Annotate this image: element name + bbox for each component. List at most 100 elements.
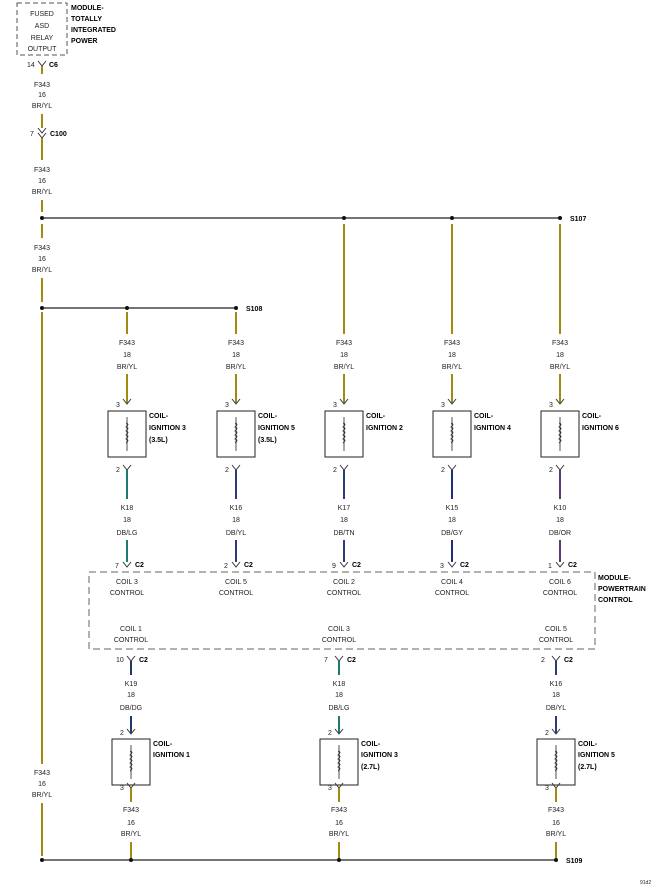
upper-4-ctrl-2: CONTROL (543, 590, 577, 597)
upper-0-gauge: 18 (123, 517, 131, 524)
upper-2-color: DB/TN (334, 530, 355, 537)
upper-3-coil-winding-icon (450, 422, 454, 444)
pcm-box (88, 571, 596, 650)
upper-0-c2-connector-icon (122, 561, 132, 568)
splice-dot (40, 858, 44, 862)
lower-2-color: DB/YL (546, 705, 566, 712)
lower-2-ret-color: BR/YL (546, 831, 566, 838)
upper-2-feed-color: BR/YL (334, 364, 354, 371)
upper-2-coil-winding-icon (342, 422, 346, 444)
tipm-line-3: RELAY (31, 35, 54, 42)
wire3-color: BR/YL (32, 267, 52, 274)
splice-dot (125, 306, 129, 310)
upper-2-ctrl-1: COIL 2 (333, 579, 355, 586)
upper-2-feed-circuit: F343 (336, 340, 352, 347)
upper-1-top-connector-icon (231, 398, 241, 405)
wire1-gauge: 16 (38, 92, 46, 99)
lower-2-c2-connector-icon (551, 655, 561, 662)
upper-0-c2-label: C2 (135, 562, 144, 569)
lower-1-top-connector-icon (334, 728, 344, 735)
tipm-name-4: POWER (71, 38, 97, 45)
s109-label: S109 (566, 858, 582, 865)
lower-1-circuit: K18 (333, 681, 346, 688)
lower-0-ctrl-2: CONTROL (114, 637, 148, 644)
lower-2-ret-gauge: 16 (552, 820, 560, 827)
splice-dot (129, 858, 133, 862)
upper-0-top-connector-icon (122, 398, 132, 405)
upper-2-bot-connector-icon (339, 464, 349, 471)
upper-2-name-1: COIL- (366, 413, 386, 420)
splice-dot (450, 216, 454, 220)
upper-3-feed-gauge: 18 (448, 352, 456, 359)
lower-0-circuit: K19 (125, 681, 138, 688)
upper-2-circuit: K17 (338, 505, 351, 512)
splice-dot (554, 858, 558, 862)
upper-0-pin-bot: 2 (116, 467, 120, 474)
upper-0-c2-pin: 7 (115, 563, 119, 570)
upper-3-ctrl-1: COIL 4 (441, 579, 463, 586)
lower-0-name-1: COIL- (153, 741, 173, 748)
upper-3-feed-circuit: F343 (444, 340, 460, 347)
pcm-name-1: MODULE- (598, 575, 631, 582)
upper-2-pin-top: 3 (333, 402, 337, 409)
lower-2-top-connector-icon (551, 728, 561, 735)
lower-1-c2-label: C2 (347, 657, 356, 664)
upper-1-pin-bot: 2 (225, 467, 229, 474)
wire4-circuit: F343 (34, 770, 50, 777)
lower-2-ret-circuit: F343 (548, 807, 564, 814)
upper-1-color: DB/YL (226, 530, 246, 537)
upper-2-c2-label: C2 (352, 562, 361, 569)
lower-2-coil-winding-icon (554, 750, 558, 772)
upper-1-pin-top: 3 (225, 402, 229, 409)
tipm-name-2: TOTALLY (71, 16, 102, 23)
upper-2-feed-gauge: 18 (340, 352, 348, 359)
lower-1-ctrl-1: COIL 3 (328, 626, 350, 633)
tipm-box (16, 2, 68, 56)
upper-0-feed-color: BR/YL (117, 364, 137, 371)
lower-2-c2-label: C2 (564, 657, 573, 664)
lower-2-gauge: 18 (552, 692, 560, 699)
splice-dot (342, 216, 346, 220)
upper-4-name-2: IGNITION 6 (582, 425, 619, 432)
upper-4-color: DB/OR (549, 530, 571, 537)
upper-3-feed-color: BR/YL (442, 364, 462, 371)
lower-1-gauge: 18 (335, 692, 343, 699)
lower-0-ctrl-1: COIL 1 (120, 626, 142, 633)
splice-dot (337, 858, 341, 862)
splice-dot (558, 216, 562, 220)
wire4-gauge: 16 (38, 781, 46, 788)
lower-2-ctrl-1: COIL 5 (545, 626, 567, 633)
upper-4-feed-circuit: F343 (552, 340, 568, 347)
upper-4-top-connector-icon (555, 398, 565, 405)
lower-0-gauge: 18 (127, 692, 135, 699)
lower-0-c2-pin: 10 (116, 657, 124, 664)
c6-label: C6 (49, 62, 58, 69)
upper-3-top-connector-icon (447, 398, 457, 405)
splice-dot (234, 306, 238, 310)
upper-2-name-2: IGNITION 2 (366, 425, 403, 432)
wire2-gauge: 16 (38, 178, 46, 185)
upper-4-coil-winding-icon (558, 422, 562, 444)
upper-1-ctrl-2: CONTROL (219, 590, 253, 597)
upper-0-pin-top: 3 (116, 402, 120, 409)
lower-1-coil-winding-icon (337, 750, 341, 772)
lower-0-pin-bot: 3 (120, 785, 124, 792)
lower-2-name-3: (2.7L) (578, 764, 597, 771)
upper-4-ctrl-1: COIL 6 (549, 579, 571, 586)
upper-1-name-1: COIL- (258, 413, 278, 420)
upper-1-name-3: (3.5L) (258, 437, 277, 444)
upper-4-pin-bot: 2 (549, 467, 553, 474)
lower-1-pin-top: 2 (328, 730, 332, 737)
upper-1-ctrl-1: COIL 5 (225, 579, 247, 586)
upper-1-feed-gauge: 18 (232, 352, 240, 359)
lower-1-ctrl-2: CONTROL (322, 637, 356, 644)
s107-label: S107 (570, 216, 586, 223)
upper-2-c2-pin: 9 (332, 563, 336, 570)
upper-0-color: DB/LG (116, 530, 137, 537)
upper-3-c2-pin: 3 (440, 563, 444, 570)
lower-2-ctrl-2: CONTROL (539, 637, 573, 644)
upper-1-bot-connector-icon (231, 464, 241, 471)
upper-1-coil-winding-icon (234, 422, 238, 444)
